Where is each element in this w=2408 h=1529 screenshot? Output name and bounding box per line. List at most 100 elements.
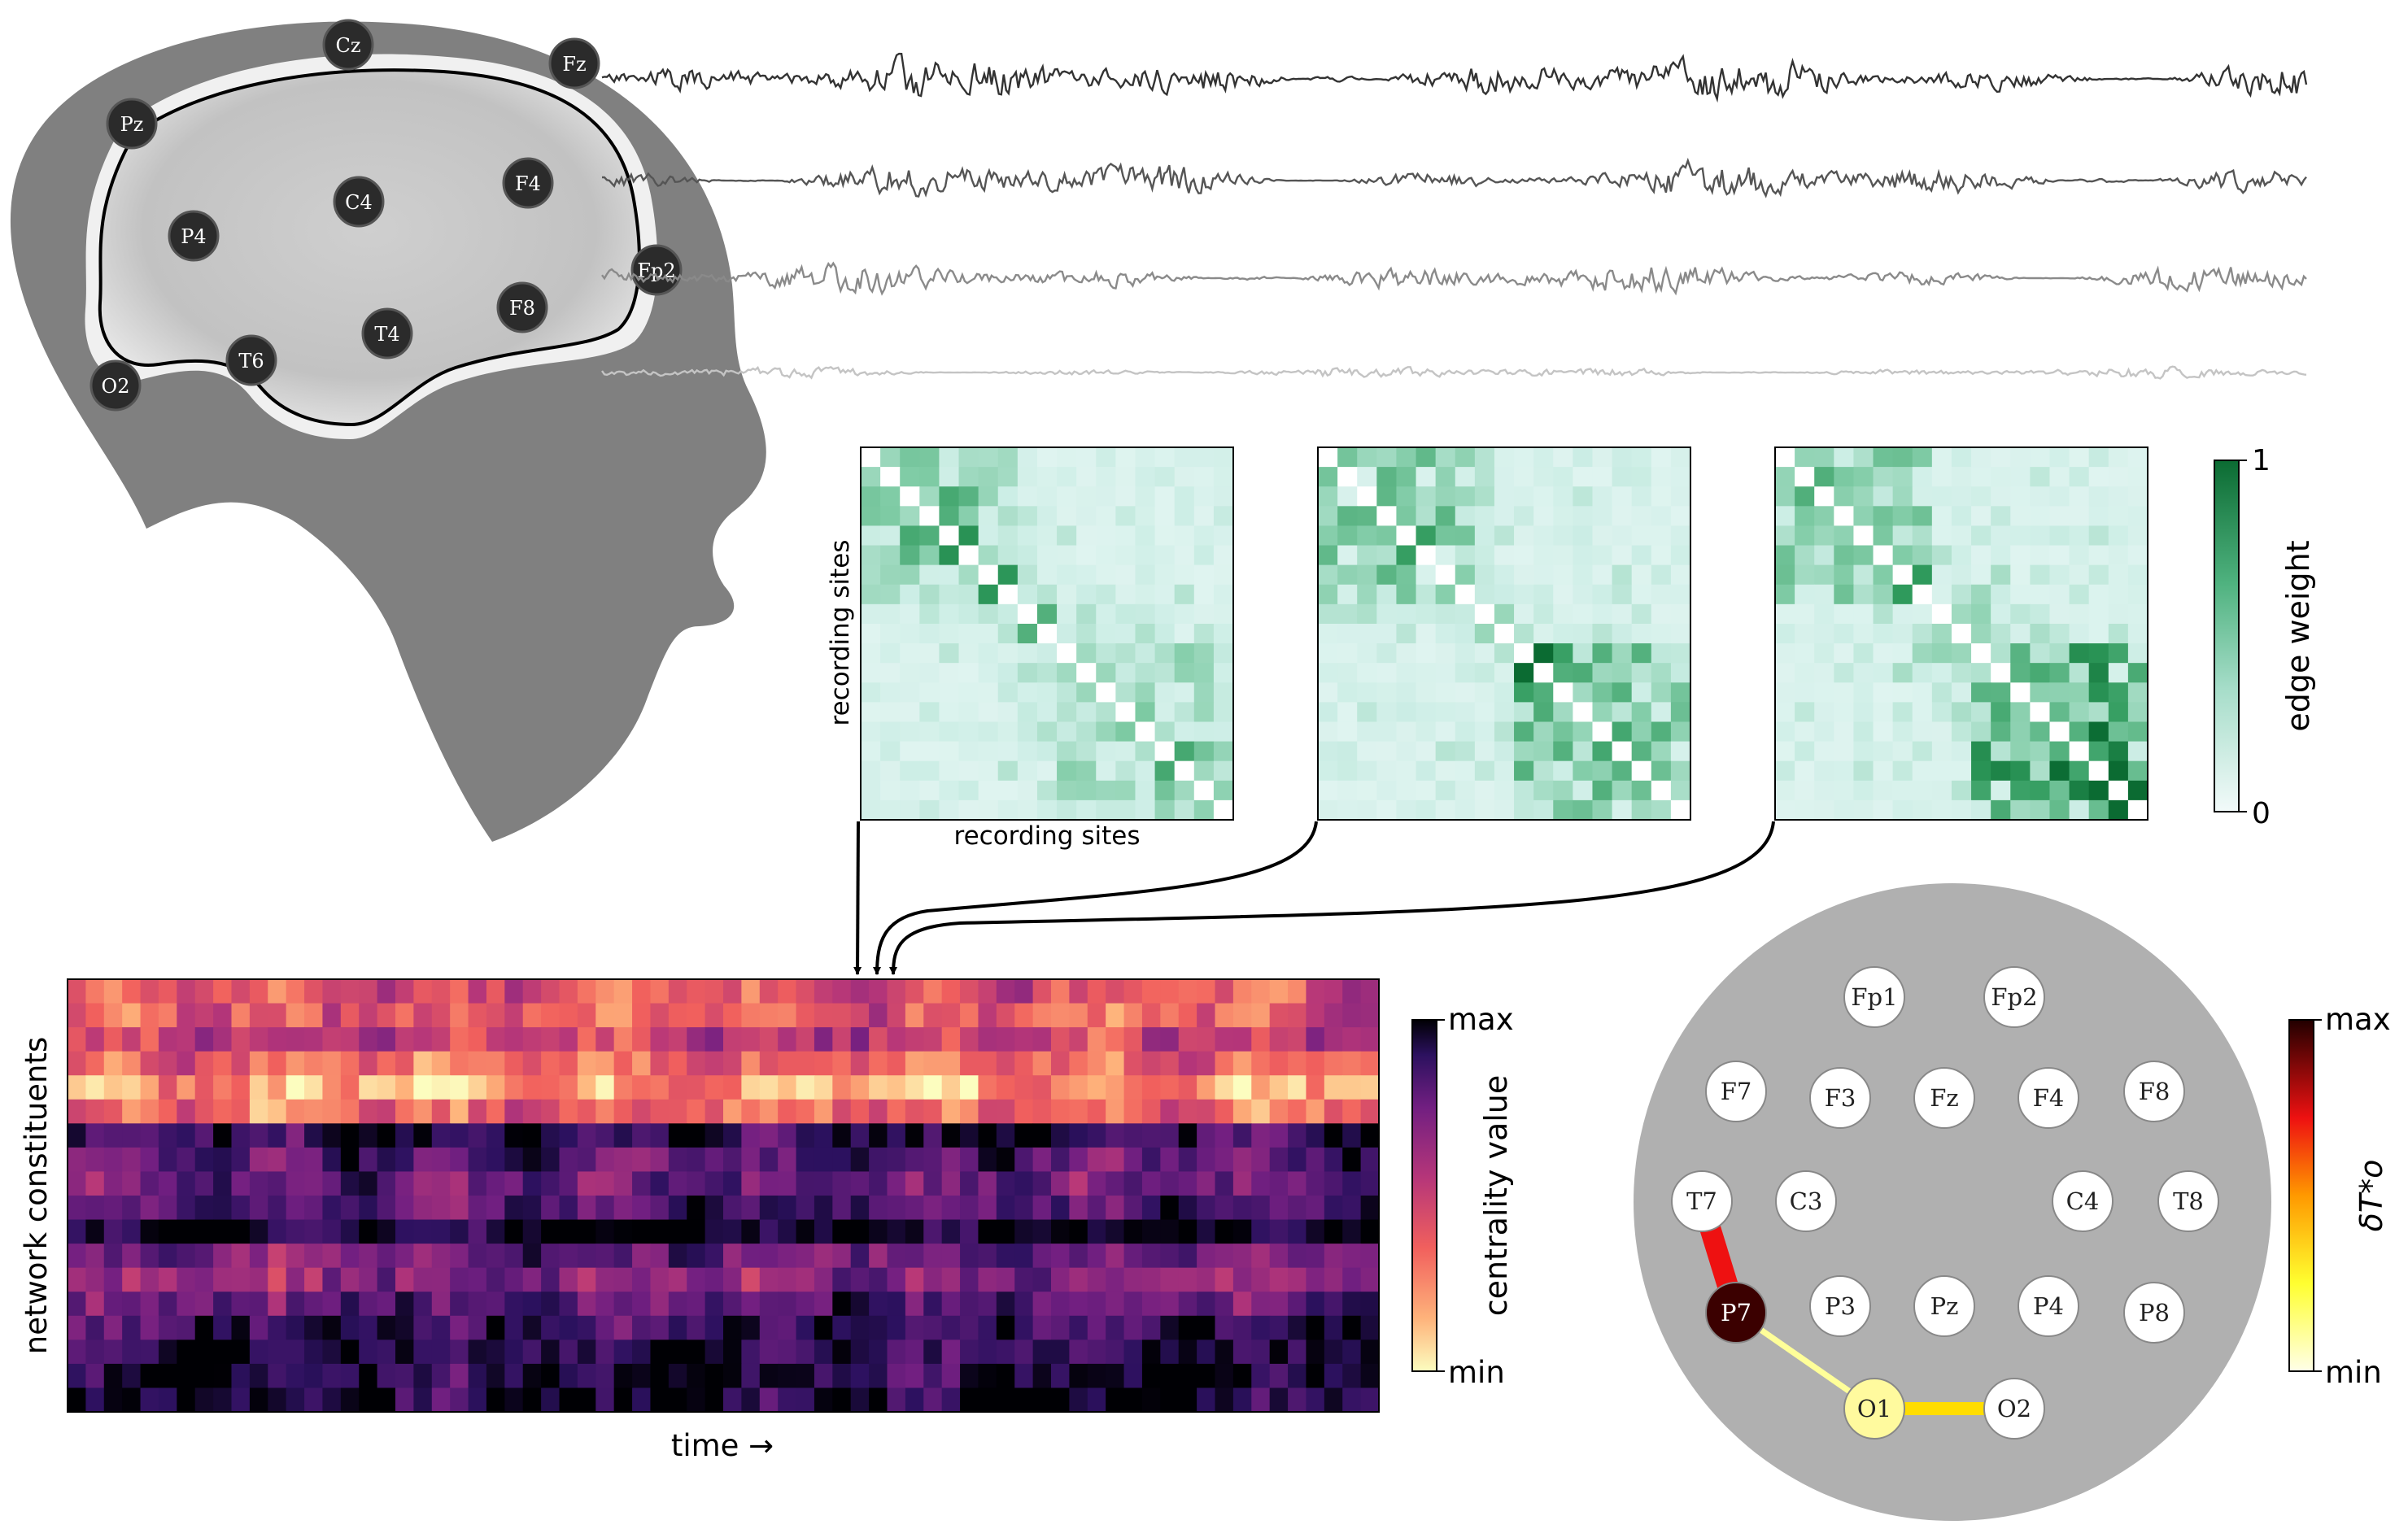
heatmap-cell — [1197, 1387, 1215, 1413]
heatmap-cell — [850, 1051, 870, 1076]
heatmap-cell — [304, 1051, 323, 1076]
matrix-cell — [2010, 545, 2031, 566]
heatmap-cell — [595, 1123, 615, 1148]
heatmap-cell — [941, 1171, 961, 1196]
matrix-cell — [1892, 721, 1913, 743]
matrix-cell — [1376, 780, 1397, 801]
matrix-cell — [1670, 760, 1691, 782]
matrix-cell — [1115, 447, 1136, 468]
matrix-cell — [1795, 643, 1815, 664]
matrix-cell — [1474, 721, 1495, 743]
matrix-cell — [2010, 799, 2031, 821]
heatmap-cell — [541, 1196, 560, 1221]
matrix-cell — [1135, 564, 1156, 586]
matrix-cell — [919, 721, 940, 743]
matrix-cell — [1971, 506, 1991, 526]
heatmap-cell — [1051, 1387, 1070, 1413]
matrix-cell — [1193, 623, 1215, 644]
matrix-cell — [880, 682, 901, 703]
matrix-cell — [1892, 663, 1913, 683]
matrix-cell — [1814, 721, 1834, 743]
matrix-cell — [1853, 663, 1874, 683]
matrix-cell — [1036, 467, 1058, 487]
matrix-cell — [1115, 643, 1136, 664]
heatmap-cell — [395, 1292, 414, 1317]
heatmap-cell — [796, 979, 815, 1004]
matrix-cell — [1213, 760, 1234, 782]
matrix-cell — [1396, 799, 1417, 821]
heatmap-cell — [1288, 1196, 1307, 1221]
matrix-cell — [1213, 603, 1234, 625]
matrix-cell — [1076, 741, 1097, 762]
matrix-cell — [2127, 702, 2148, 722]
heatmap-cell — [286, 1027, 305, 1052]
heatmap-cell — [832, 1171, 852, 1196]
heatmap-cell — [1087, 1340, 1106, 1365]
heatmap-cell — [960, 1292, 979, 1317]
matrix-cell — [1931, 741, 1952, 762]
matrix-cell — [1912, 545, 1933, 566]
heatmap-cell — [486, 1219, 505, 1244]
matrix-cell — [1036, 643, 1058, 664]
matrix-cell — [1036, 799, 1058, 821]
heatmap-cell — [1306, 1027, 1325, 1052]
heatmap-cell — [413, 1003, 433, 1028]
heatmap-cell — [559, 1340, 578, 1365]
heatmap-cell — [140, 1363, 159, 1388]
matrix-cell — [919, 584, 940, 605]
matrix-cell — [1337, 467, 1358, 487]
matrix-cell — [1494, 760, 1515, 782]
heatmap-cell — [1215, 1171, 1234, 1196]
matrix-cell — [958, 545, 979, 566]
heatmap-cell — [122, 1387, 142, 1413]
heatmap-cell — [978, 1244, 997, 1269]
heatmap-cell — [741, 1315, 761, 1340]
heatmap-cell — [1014, 1075, 1034, 1100]
matrix-cell — [1357, 799, 1377, 821]
heatmap-cell — [613, 1027, 633, 1052]
matrix-cell — [1376, 741, 1397, 762]
heatmap-cell — [723, 1244, 742, 1269]
heatmap-cell — [177, 1099, 196, 1124]
heatmap-cell — [1232, 1315, 1252, 1340]
matrix-cell — [1573, 721, 1593, 743]
matrix-cell — [861, 760, 881, 782]
heatmap-cell — [1160, 1244, 1180, 1269]
matrix-cell — [1154, 682, 1176, 703]
matrix-cell — [1193, 702, 1215, 722]
matrix-cell — [1931, 467, 1952, 487]
matrix-cell — [1357, 545, 1377, 566]
heatmap-cell — [213, 1147, 232, 1172]
heatmap-cell — [322, 1171, 342, 1196]
heatmap-cell — [249, 1099, 268, 1124]
heatmap-cell — [122, 1099, 142, 1124]
matrix-cell — [2049, 623, 2070, 644]
topo-electrode-label: P7 — [1721, 1299, 1751, 1326]
matrix-cell — [1174, 584, 1195, 605]
heatmap-cell — [140, 1051, 159, 1076]
heatmap-cell — [1106, 1075, 1125, 1100]
matrix-cell — [1892, 467, 1913, 487]
matrix-cell — [1573, 741, 1593, 762]
matrix-cell — [1337, 564, 1358, 586]
matrix-cell — [1474, 486, 1495, 507]
matrix-cell — [1873, 702, 1894, 722]
heatmap-cell — [359, 1123, 378, 1148]
heatmap-cell — [1106, 1219, 1125, 1244]
matrix-cell — [958, 603, 979, 625]
matrix-cell — [939, 603, 960, 625]
heatmap-cell — [1232, 1075, 1252, 1100]
matrix-cell — [1795, 623, 1815, 644]
heatmap-cell — [85, 1147, 105, 1172]
heatmap-cell — [814, 1292, 833, 1317]
matrix-cell — [997, 721, 1019, 743]
head-electrode-label: C4 — [345, 191, 373, 214]
heatmap-cell — [377, 1027, 396, 1052]
matrix-cell — [919, 447, 940, 468]
heatmap-cell — [796, 1051, 815, 1076]
matrix-cell — [861, 603, 881, 625]
heatmap-cell — [741, 1363, 761, 1388]
matrix-cell — [1115, 760, 1136, 782]
matrix-cell — [1795, 584, 1815, 605]
matrix-cell — [2030, 643, 2050, 664]
